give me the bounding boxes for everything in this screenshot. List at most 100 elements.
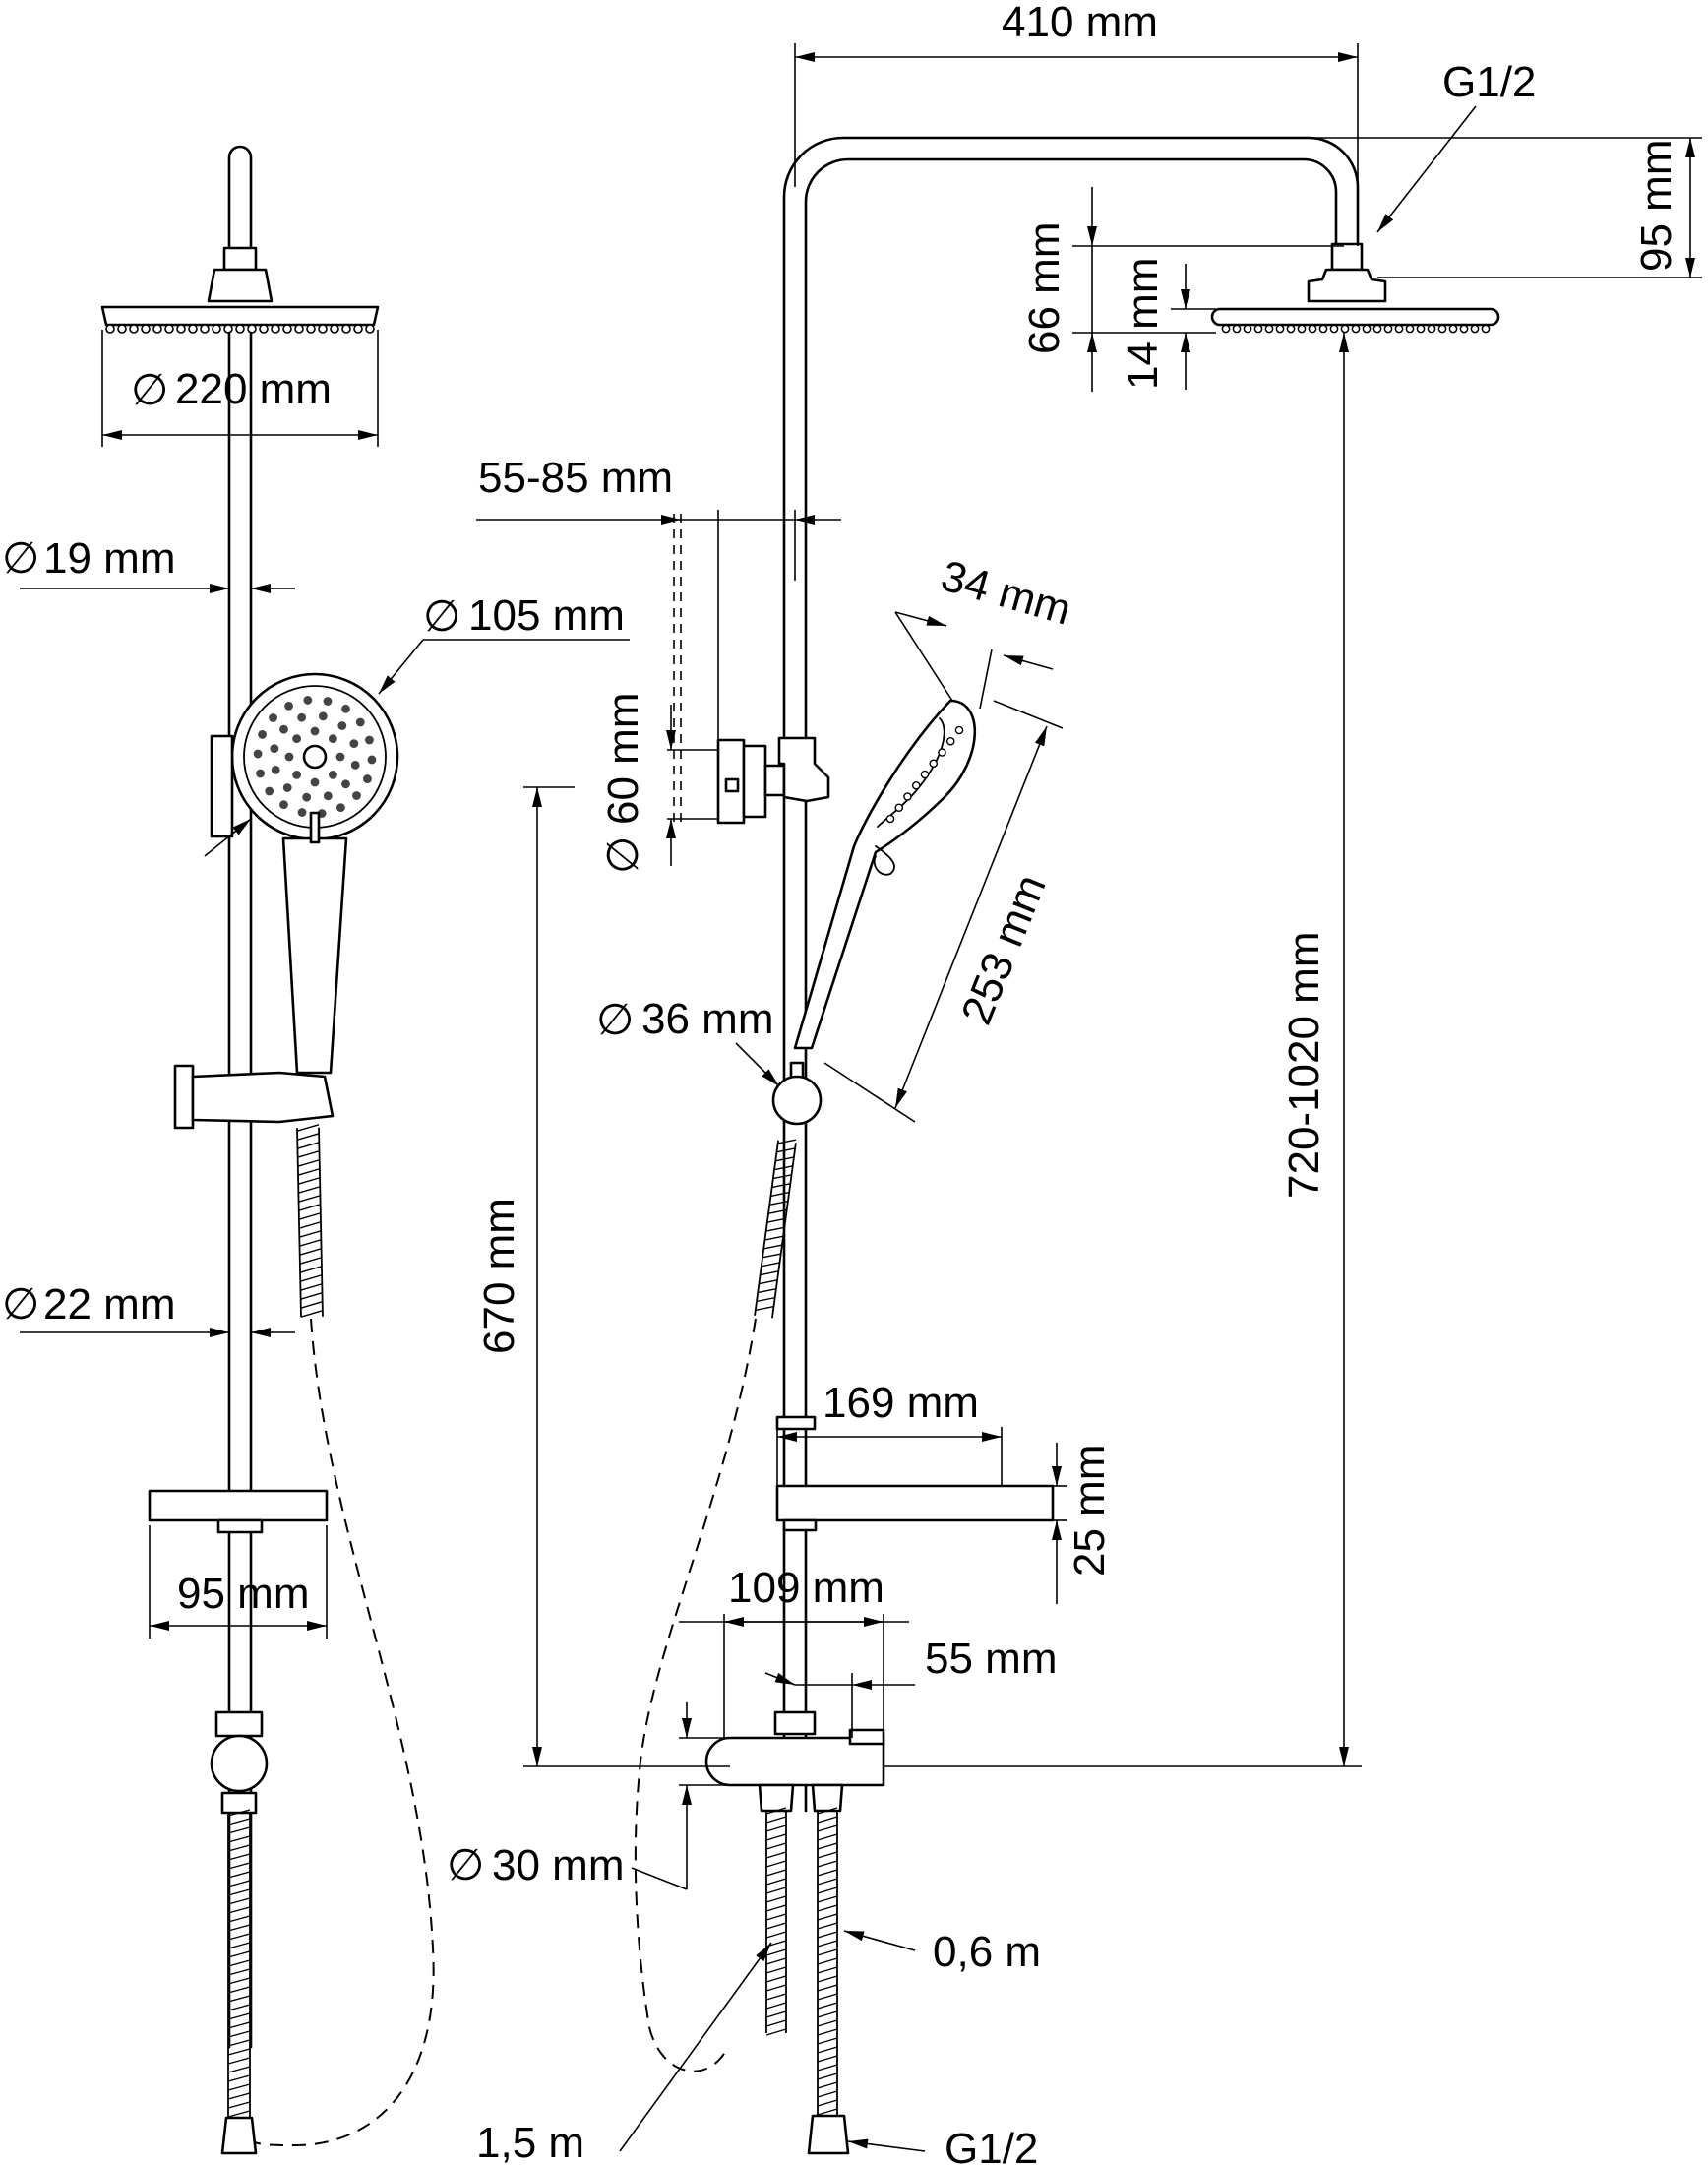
spray-hole xyxy=(885,814,895,824)
hose-rib xyxy=(759,1279,777,1285)
dim-hose-short-leader xyxy=(843,1930,916,1951)
front-hose-nut xyxy=(220,2116,258,2155)
hose-rib xyxy=(771,1183,791,1189)
nozzle xyxy=(1351,324,1361,334)
nozzle xyxy=(235,324,245,334)
spray-hole xyxy=(349,739,359,749)
front-top-pipe xyxy=(227,145,253,250)
hose-rib xyxy=(765,1922,787,1930)
hose-rib xyxy=(765,1984,787,1992)
side-riser-inner xyxy=(804,157,1338,1813)
hose-rib xyxy=(765,1895,787,1903)
dim-hand-width-ext-1 xyxy=(894,611,953,702)
front-hand-shower-center xyxy=(302,744,328,770)
hose-rib xyxy=(817,1975,838,1983)
side-riser-outer xyxy=(782,136,1360,1813)
hose-rib xyxy=(758,1288,776,1294)
hose-rib xyxy=(297,1177,321,1185)
hose-rib xyxy=(817,1842,838,1850)
hose-rib xyxy=(227,2092,251,2100)
hose-rib xyxy=(817,1895,838,1903)
hose-rib xyxy=(227,1986,251,1994)
spray-hole xyxy=(903,792,912,801)
hose-rib xyxy=(227,1826,251,1834)
front-hose-upper xyxy=(296,1124,324,1318)
front-shelf-mount xyxy=(216,1518,264,1534)
hose-rib xyxy=(769,1200,788,1206)
dim-mixer-height-label: 670 mm xyxy=(475,1198,523,1354)
nozzle xyxy=(1221,324,1231,334)
hose-edge xyxy=(771,1143,797,1319)
hose-rib xyxy=(296,1133,320,1141)
hose-rib xyxy=(227,2030,251,2038)
side-view: 410 mm G1/2 95 mm 66 mm 14 mm 55-85 mm xyxy=(447,0,1702,2165)
hose-rib xyxy=(817,2090,838,2098)
hose-rib xyxy=(765,1957,787,1965)
hose-rib xyxy=(817,1887,838,1894)
spray-hole xyxy=(256,769,265,778)
front-hand-shower-handle xyxy=(281,836,348,1075)
hose-rib xyxy=(764,1235,783,1241)
hose-rib xyxy=(227,1942,251,1949)
hose-rib xyxy=(299,1257,323,1265)
spray-hole xyxy=(282,783,292,792)
spray-hole xyxy=(328,770,337,779)
hose-rib xyxy=(776,1147,795,1153)
side-head-connector xyxy=(1307,268,1387,303)
hose-rib xyxy=(227,1933,251,1941)
hose-rib xyxy=(777,1139,797,1144)
hose-rib xyxy=(817,1966,838,1974)
spray-hole xyxy=(258,730,267,739)
nozzle xyxy=(117,324,127,334)
hose-rib xyxy=(227,2066,251,2073)
nozzle xyxy=(1427,324,1436,334)
dim-head-thickness-label: 14 mm xyxy=(1119,258,1167,390)
front-view: ∅ 220 mm ∅ 19 mm ∅ 105 mm ∅ 22 mm 95 mm xyxy=(2,145,630,2155)
hose-rib xyxy=(299,1230,322,1238)
dim-total-height-label: 720-1020 mm xyxy=(1280,932,1328,1199)
spray-hole xyxy=(269,713,277,722)
nozzle xyxy=(1362,324,1372,334)
spray-hole xyxy=(894,803,904,813)
nozzle xyxy=(164,324,174,334)
spray-hole xyxy=(352,791,361,800)
side-mixer-outlet-left xyxy=(758,1783,795,1813)
dim-shelf-depth-label: 95 mm xyxy=(177,1570,309,1618)
hose-rib xyxy=(227,1906,251,1914)
front-pipe-nut xyxy=(222,246,258,272)
nozzle xyxy=(1416,324,1426,334)
dim-hand-width-arrow-1 xyxy=(894,611,947,627)
hose-rib xyxy=(817,1904,838,1912)
side-bracket-screw xyxy=(724,777,740,793)
nozzle xyxy=(259,324,269,334)
dim-wall-distance-label: 55-85 mm xyxy=(478,454,673,502)
hose-rib xyxy=(297,1168,321,1176)
hose-rib xyxy=(765,1851,787,1859)
front-hand-shower-holes xyxy=(253,696,377,818)
hose-rib xyxy=(765,1816,787,1824)
dim-hand-width-label: 34 mm xyxy=(936,552,1076,635)
hose-rib xyxy=(227,2021,251,2029)
side-wall-bracket-arm xyxy=(763,764,786,797)
spray-hole xyxy=(938,748,946,757)
spray-hole xyxy=(253,749,263,759)
dim-rail-diameter-label: 22 mm xyxy=(43,1280,175,1329)
nozzle xyxy=(306,324,316,334)
nozzle xyxy=(200,324,210,334)
nozzle xyxy=(341,324,351,334)
side-wall-bracket-body xyxy=(742,744,767,819)
hose-rib xyxy=(817,1984,838,1992)
front-handle-neck xyxy=(309,811,321,844)
dim-thread-top-leader xyxy=(1376,105,1477,233)
spray-hole xyxy=(270,744,279,754)
hose-rib xyxy=(817,1922,838,1930)
hose-rib xyxy=(227,1862,251,1870)
dim-hose-long-leader xyxy=(619,1942,772,2152)
side-rain-head xyxy=(1210,307,1500,327)
spray-hole xyxy=(341,779,350,789)
side-hose-nut xyxy=(807,2114,850,2155)
front-head-connector xyxy=(207,268,274,303)
hose-rib xyxy=(299,1266,323,1273)
hose-rib xyxy=(297,1150,320,1158)
hose-rib xyxy=(227,1977,251,1985)
